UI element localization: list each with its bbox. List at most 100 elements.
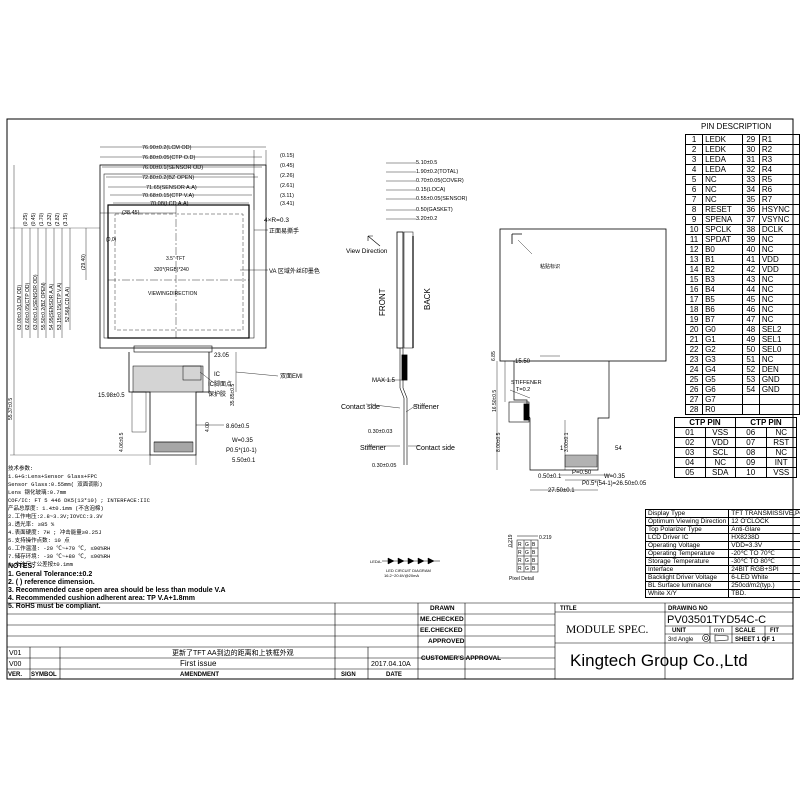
note-ic-3: 保护胶 bbox=[208, 390, 226, 398]
pin-number: 39 bbox=[741, 234, 760, 245]
side-dim-6: 0.50(GASKET) bbox=[416, 207, 453, 213]
back-label-note: 粘贴标识 bbox=[540, 263, 560, 270]
note-tape: 正面易撕手 bbox=[269, 227, 299, 235]
panel-size: 3.5" TFT bbox=[166, 256, 185, 262]
pin-signal: NC bbox=[702, 194, 743, 205]
tech-line-1: 1.G+G:Lens+Sensor Glass+FPC bbox=[8, 473, 98, 480]
company-name: Kingtech Group Co.,Ltd bbox=[570, 651, 748, 670]
dim-w035: W=0.35 bbox=[232, 438, 254, 444]
tech-line-7: 3.透光率: ≥85 % bbox=[8, 520, 55, 528]
tech-line-0: 技术参数: bbox=[8, 464, 33, 472]
pin-number: 53 bbox=[741, 374, 760, 385]
dim-sensor-od: 76.00±0.1(SENSOR OD) bbox=[142, 165, 203, 171]
pixel-cell: G bbox=[525, 542, 529, 548]
ctp-pin-number: 03 bbox=[674, 447, 706, 458]
pin-number: 52 bbox=[741, 364, 760, 375]
spec-key: Top Polarizer Type bbox=[644, 525, 730, 534]
pin-number: 30 bbox=[741, 144, 760, 155]
pin-number: 8 bbox=[684, 204, 704, 215]
dim-lcd-aa: 70.08(LCD A.A) bbox=[150, 201, 189, 207]
pin-signal: B2 bbox=[702, 264, 743, 275]
pin-signal: B0 bbox=[702, 244, 743, 255]
pin-number: 26 bbox=[684, 384, 704, 395]
dim-ls5: (2.82) bbox=[55, 213, 61, 226]
spec-value: 24BIT RGB+SPI bbox=[728, 565, 800, 574]
title-block-text: DRAWN ME.CHECKED EE.CHECKED APPROVED V01… bbox=[8, 605, 779, 678]
label-front: FRONT bbox=[378, 288, 387, 316]
tech-line-5: 产品总厚度: 1.4±0.1mm (不含泡棉) bbox=[8, 504, 104, 512]
pin-number: 38 bbox=[741, 224, 760, 235]
pin-number: 19 bbox=[684, 314, 704, 325]
pin-number: 12 bbox=[684, 244, 704, 255]
pixel-cell: G bbox=[525, 558, 529, 564]
dim-l8: (29.40) bbox=[81, 254, 87, 270]
pin-number bbox=[741, 394, 760, 405]
ctp-pin-signal: VSS bbox=[765, 467, 797, 478]
pin-number: 43 bbox=[741, 274, 760, 285]
pin-number: 24 bbox=[684, 364, 704, 375]
pin-number: 40 bbox=[741, 244, 760, 255]
pin-signal: NC bbox=[758, 354, 800, 365]
rev-v01-amend: 更新了TFT AA到边的距离和上铁框外观 bbox=[172, 648, 294, 657]
ctp-pin-number: 01 bbox=[674, 427, 706, 438]
pin-number: 51 bbox=[741, 354, 760, 365]
spec-value: 12 O'CLOCK bbox=[728, 517, 800, 526]
spec-value: HX8238D bbox=[728, 533, 800, 542]
side-view bbox=[365, 162, 420, 465]
back-dim-685: 6.85 bbox=[491, 351, 497, 361]
dim-ls1: (0.25) bbox=[23, 213, 29, 226]
dim-r4: (2.61) bbox=[280, 183, 295, 189]
ctp-pin-number: 10 bbox=[735, 467, 767, 478]
pin-signal: SEL2 bbox=[758, 324, 800, 335]
pin-number: 36 bbox=[741, 204, 760, 215]
back-pin1: 1 bbox=[560, 446, 564, 452]
active-area bbox=[107, 204, 250, 339]
pixel-cell: R bbox=[518, 558, 522, 564]
spec-value: TBD. bbox=[728, 589, 800, 598]
hdr-symbol: SYMBOL bbox=[31, 672, 57, 678]
hdr-sign: SIGN bbox=[341, 672, 356, 678]
pin-signal: R3 bbox=[758, 154, 800, 165]
pin-number: 1 bbox=[684, 134, 704, 145]
spec-value: 6-LED White bbox=[728, 573, 800, 582]
dim-l6: 53.15±0.15(CTP V.A) bbox=[57, 282, 63, 330]
spec-key: Operating Voltage bbox=[644, 541, 730, 550]
back-view bbox=[496, 228, 667, 491]
tech-line-3: Lens 钢化玻璃:0.7mm bbox=[8, 488, 67, 496]
pixel-cell: G bbox=[525, 566, 529, 572]
pin-signal bbox=[758, 394, 800, 405]
side-dim-1: 5.10±0.5 bbox=[416, 160, 437, 166]
scale-value: FIT bbox=[770, 628, 779, 634]
pin-signal: NC bbox=[758, 244, 800, 255]
pin-number: 41 bbox=[741, 254, 760, 265]
ctp-header: CTP PIN bbox=[674, 417, 736, 428]
led-top: LEDA- bbox=[370, 559, 382, 564]
tech-line-11: 7.储存环境: -30 ℃~+80 ℃, ≤90%RH bbox=[8, 552, 110, 560]
pin-number bbox=[741, 404, 760, 415]
pin-signal: GND bbox=[758, 384, 800, 395]
pin-signal: LEDA bbox=[702, 154, 743, 165]
ctp-pin-number: 07 bbox=[735, 437, 767, 448]
dim-r2: (0.45) bbox=[280, 163, 295, 169]
tech-line-12: 8.未注尺寸公差按±0.1mm bbox=[8, 560, 74, 568]
pin-number: 48 bbox=[741, 324, 760, 335]
pin-number: 42 bbox=[741, 264, 760, 275]
pin-number: 10 bbox=[684, 224, 704, 235]
tech-params: 技术参数: 1.G+G:Lens+Sensor Glass+FPC Sensor… bbox=[8, 464, 151, 568]
dim-sensor-aa: 71.65(SENSOR A.A) bbox=[146, 185, 197, 191]
